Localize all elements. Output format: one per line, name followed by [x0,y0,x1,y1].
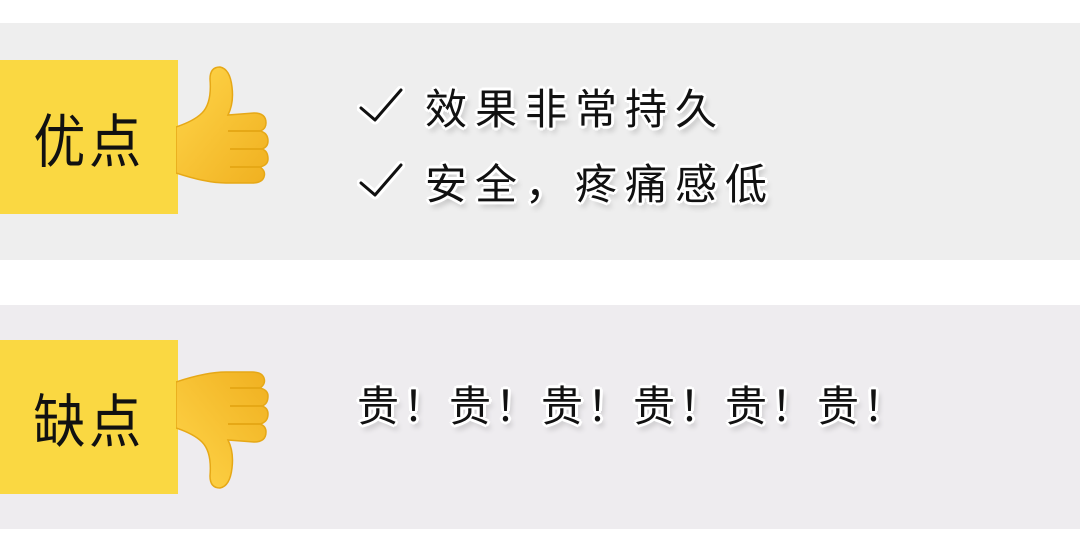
thumbs-up-icon [176,66,269,184]
cons-text: 贵！贵！贵！贵！贵！贵！ [357,382,910,431]
pros-panel: 优点 效果非常持久 安全，疼痛感低 [0,23,1080,260]
cons-list: 贵！贵！贵！贵！贵！贵！ [357,373,909,434]
cons-label: 缺点 [33,388,145,456]
cons-panel: 缺点 贵！贵！贵！贵！贵！贵！ [0,305,1080,529]
cons-label-box: 缺点 [0,340,178,494]
pros-point-text: 效果非常持久 [425,84,726,134]
check-icon [357,86,405,125]
pros-point-text: 安全，疼痛感低 [425,159,776,209]
thumbs-down-icon [176,371,269,489]
check-icon [357,161,405,200]
pros-list-item: 安全，疼痛感低 [357,150,775,212]
pros-label-box: 优点 [0,60,178,214]
pros-label: 优点 [33,108,145,176]
pros-list: 效果非常持久 安全，疼痛感低 [357,75,775,225]
pros-list-item: 效果非常持久 [357,75,775,137]
